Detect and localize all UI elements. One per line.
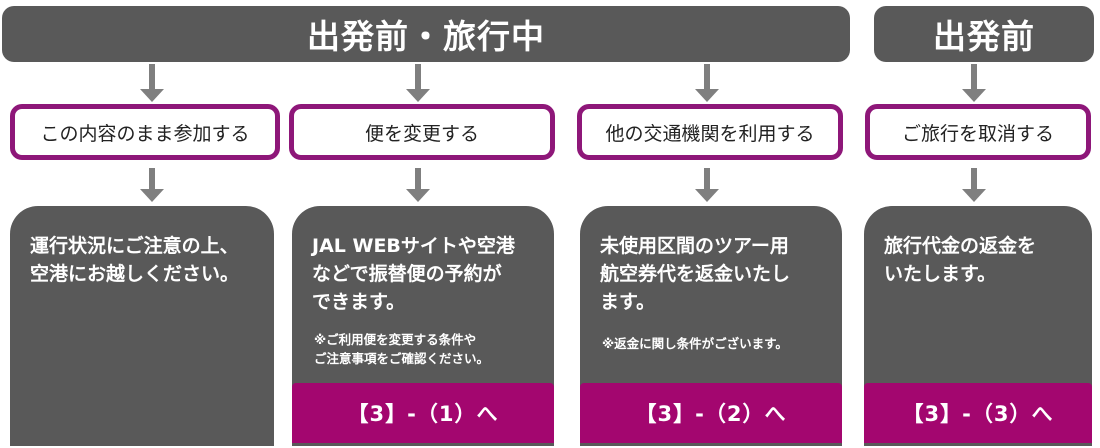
- arrow-down-icon: [406, 168, 430, 202]
- description-line: JAL WEBサイトや空港: [312, 235, 515, 257]
- arrow-down-icon: [962, 64, 986, 102]
- link-label: 【3】-（2）へ: [635, 402, 787, 426]
- link-label: 【3】-（1）へ: [347, 402, 499, 426]
- description-line: 旅行代金の返金を: [884, 235, 1037, 257]
- description-text: 未使用区間のツアー用 航空券代を返金いたし ます。: [600, 232, 826, 316]
- option-label: 便を変更する: [364, 122, 479, 145]
- description-text: 旅行代金の返金を いたします。: [884, 232, 1076, 288]
- arrow-down-icon: [695, 64, 719, 102]
- option-change-flight[interactable]: 便を変更する: [289, 104, 555, 160]
- description-note: ※返金に関し条件がございます。: [602, 334, 788, 353]
- description-line: 空港にお越しください。: [30, 263, 240, 285]
- arrow-down-icon: [140, 64, 164, 102]
- description-text: 運行状況にご注意の上、 空港にお越しください。: [30, 232, 258, 288]
- header-during-travel-label: 出発前・旅行中: [307, 17, 545, 56]
- note-line: ※ご利用便を変更する条件や: [314, 332, 477, 347]
- link-section-3-2[interactable]: 【3】-（2）へ: [580, 383, 842, 443]
- description-line: などで振替便の予約が: [312, 263, 502, 285]
- option-cancel-trip[interactable]: ご旅行を取消する: [865, 104, 1091, 160]
- description-line: ます。: [600, 291, 656, 313]
- note-line: ※返金に関し条件がございます。: [602, 336, 788, 351]
- option-other-transport[interactable]: 他の交通機関を利用する: [577, 104, 843, 160]
- link-section-3-1[interactable]: 【3】-（1）へ: [292, 383, 554, 443]
- description-text: JAL WEBサイトや空港 などで振替便の予約が できます。: [312, 232, 538, 316]
- arrow-down-icon: [406, 64, 430, 102]
- arrow-down-icon: [695, 168, 719, 202]
- arrow-down-icon: [962, 168, 986, 202]
- option-label: ご旅行を取消する: [901, 122, 1054, 145]
- option-attend-as-is[interactable]: この内容のまま参加する: [10, 104, 280, 160]
- link-section-3-3[interactable]: 【3】-（3）へ: [864, 383, 1092, 443]
- option-label: この内容のまま参加する: [40, 122, 250, 145]
- arrow-down-icon: [140, 168, 164, 202]
- header-before-departure-label: 出発前: [933, 17, 1035, 56]
- description-line: 未使用区間のツアー用: [600, 235, 789, 257]
- description-line: できます。: [312, 291, 406, 313]
- description-line: 航空券代を返金いたし: [600, 263, 791, 285]
- description-line: いたします。: [884, 263, 997, 285]
- header-during-travel: 出発前・旅行中: [2, 6, 850, 62]
- header-before-departure: 出発前: [874, 6, 1094, 62]
- option-label: 他の交通機関を利用する: [605, 122, 815, 145]
- link-label: 【3】-（3）へ: [902, 402, 1054, 426]
- description-attend-as-is: 運行状況にご注意の上、 空港にお越しください。: [10, 206, 274, 446]
- description-note: ※ご利用便を変更する条件や ご注意事項をご確認ください。: [314, 330, 489, 368]
- note-line: ご注意事項をご確認ください。: [314, 351, 490, 366]
- description-line: 運行状況にご注意の上、: [30, 235, 239, 257]
